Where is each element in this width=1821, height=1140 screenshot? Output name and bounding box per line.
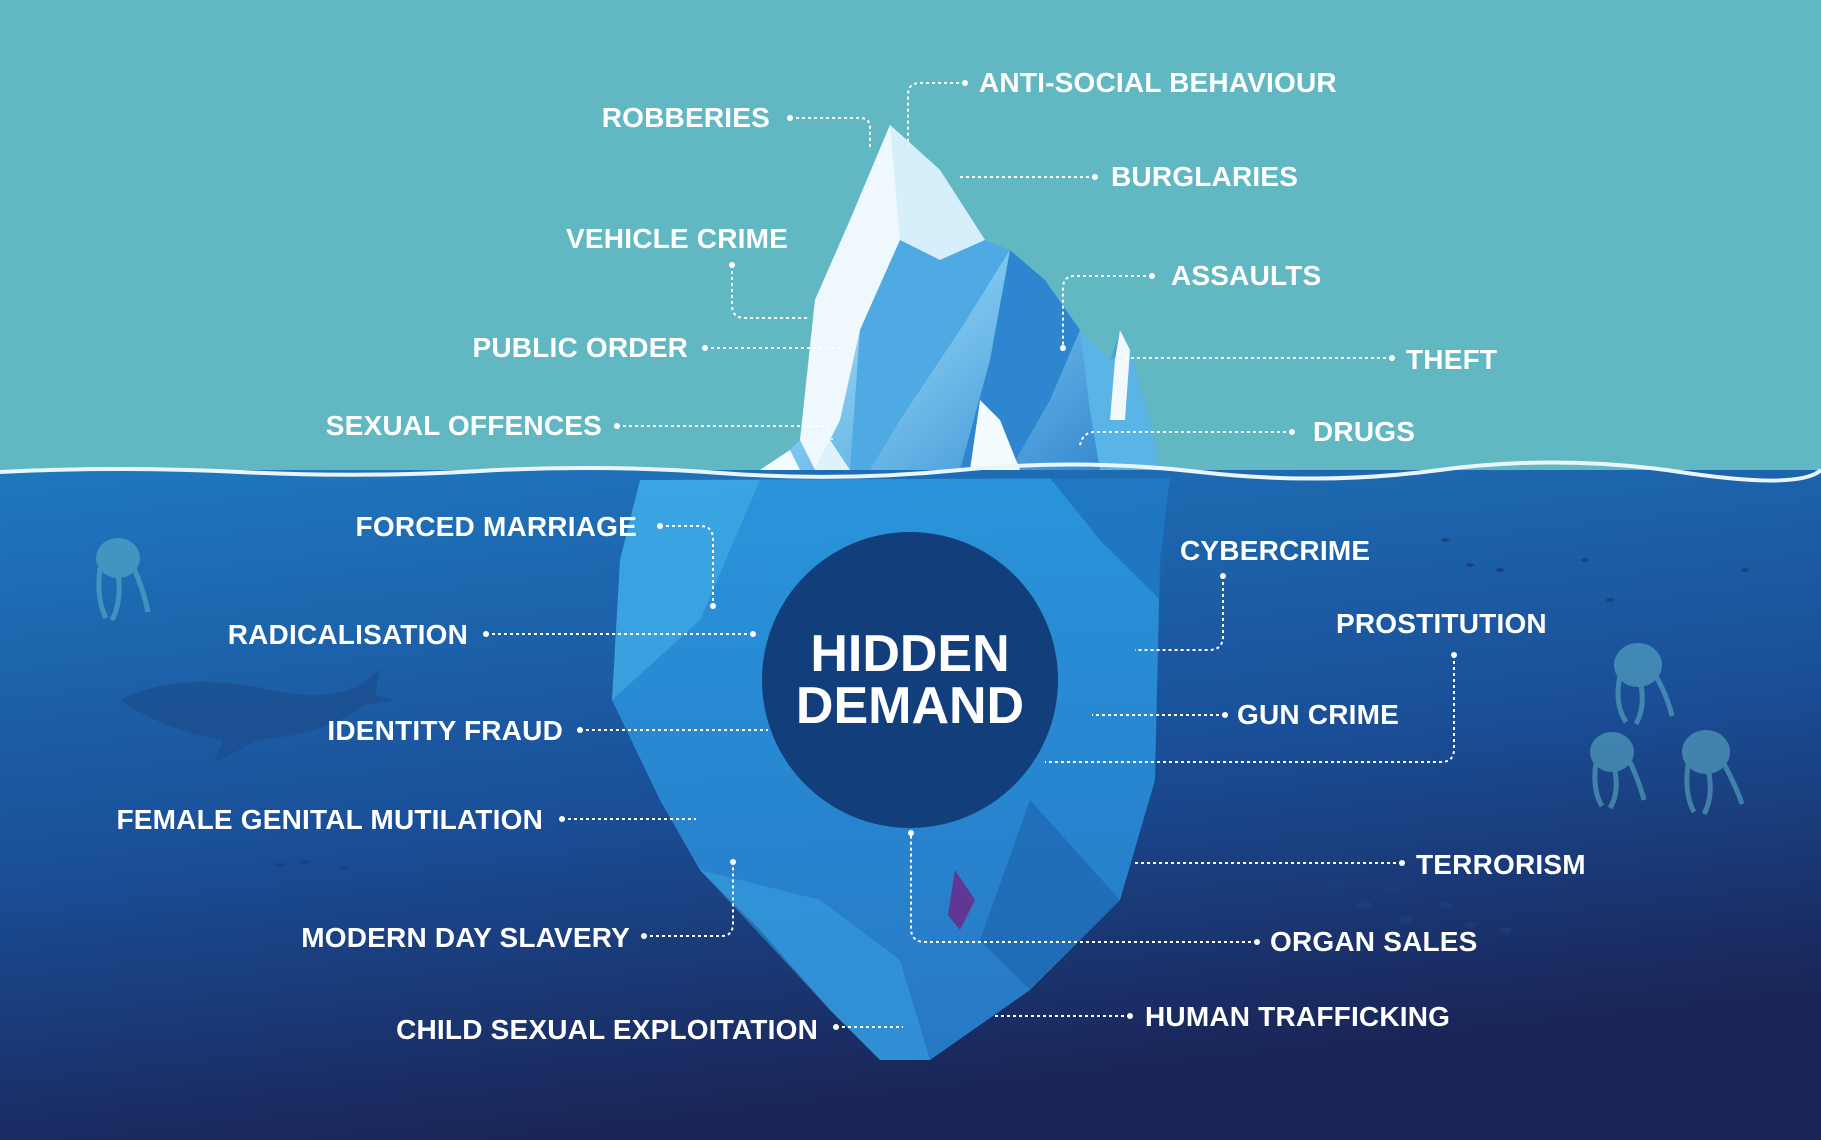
label-forced-marriage: FORCED MARRIAGE xyxy=(355,511,637,542)
waterline xyxy=(0,460,1821,483)
label-gun-crime: GUN CRIME xyxy=(1237,699,1400,730)
label-radicalisation: RADICALISATION xyxy=(227,619,468,650)
center-line-2: DEMAND xyxy=(795,677,1025,735)
label-terrorism: TERRORISM xyxy=(1416,849,1586,880)
label-modern-day-slavery: MODERN DAY SLAVERY xyxy=(301,922,630,953)
fish-school-icon xyxy=(275,538,1749,933)
center-circle xyxy=(762,532,1058,828)
label-burglaries: BURGLARIES xyxy=(1111,161,1299,192)
label-drugs: DRUGS xyxy=(1313,416,1416,447)
leader-dots xyxy=(483,80,1457,1030)
hidden-demand-label: HIDDEN DEMAND xyxy=(765,535,1055,825)
label-theft: THEFT xyxy=(1406,344,1498,375)
label-robberies: ROBBERIES xyxy=(601,102,770,133)
label-prostitution: PROSTITUTION xyxy=(1336,608,1547,639)
label-identity-fraud: IDENTITY FRAUD xyxy=(327,715,563,746)
label-vehicle-crime: VEHICLE CRIME xyxy=(566,223,788,254)
label-cybercrime: CYBERCRIME xyxy=(1180,535,1371,566)
center-line-1: HIDDEN xyxy=(810,625,1010,683)
surface-iceberg xyxy=(760,125,1160,470)
jellyfish-icon xyxy=(96,538,1745,816)
label-assaults: ASSAULTS xyxy=(1171,260,1322,291)
label-sexual-offences: SEXUAL OFFENCES xyxy=(325,410,602,441)
label-public-order: PUBLIC ORDER xyxy=(472,332,688,363)
label-female-genital-mutilation: FEMALE GENITAL MUTILATION xyxy=(116,804,543,835)
whale-icon xyxy=(120,670,395,760)
label-human-trafficking: HUMAN TRAFFICKING xyxy=(1145,1001,1451,1032)
label-organ-sales: ORGAN SALES xyxy=(1270,926,1478,957)
leader-lines xyxy=(486,82,1455,1028)
label-anti-social-behaviour: ANTI-SOCIAL BEHAVIOUR xyxy=(979,67,1337,98)
label-child-sexual-exploitation: CHILD SEXUAL EXPLOITATION xyxy=(396,1014,818,1045)
